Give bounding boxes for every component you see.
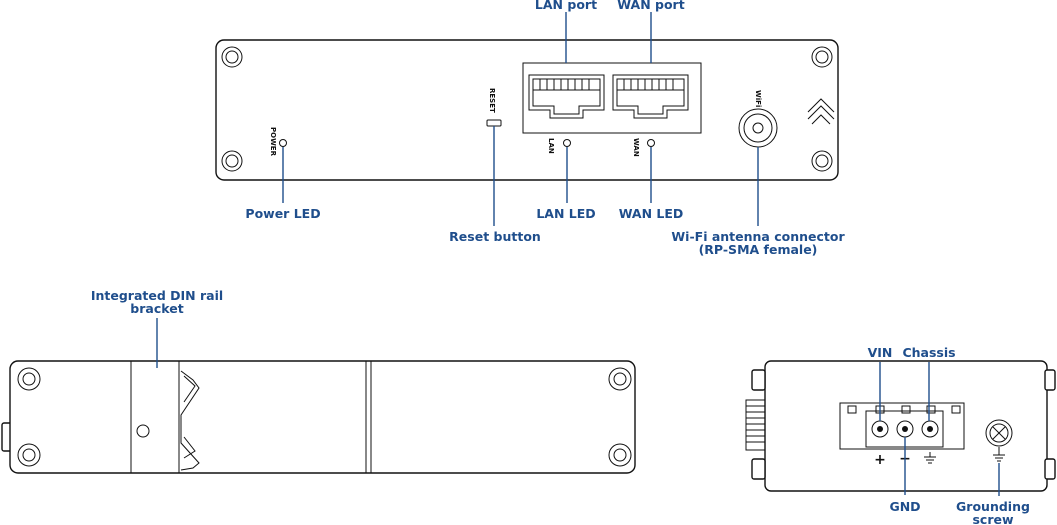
silk-wan-label: WAN — [632, 138, 640, 157]
ethernet-port-housing — [522, 62, 702, 134]
front-screw-icon — [811, 46, 833, 68]
grounding-screw-icon[interactable] — [985, 419, 1013, 447]
front-panel: POWER RESET — [215, 39, 839, 181]
side-screw-icon — [608, 443, 632, 467]
reset-button-callout: Reset button — [449, 229, 541, 244]
front-screw-icon — [221, 150, 243, 172]
power-led-callout: Power LED — [245, 206, 320, 221]
rear-panel: + − — [745, 360, 1056, 492]
lan-led — [563, 139, 571, 147]
silk-power-label: POWER — [269, 127, 277, 157]
side-screw-icon — [17, 367, 41, 391]
silk-wifi-label: WiFi — [754, 90, 762, 107]
wifi-connector-callout-sub: (RP-SMA female) — [699, 242, 818, 257]
ground-symbol-icon — [993, 447, 1005, 462]
din-rail-callout: Integrated DIN rail — [91, 288, 223, 303]
side-screw-icon — [17, 443, 41, 467]
power-led — [279, 139, 287, 147]
silk-reset-label: RESET — [488, 88, 496, 113]
front-screw-icon — [221, 46, 243, 68]
grounding-screw-callout-sub: screw — [972, 512, 1013, 525]
gnd-callout: GND — [889, 499, 920, 514]
grounding-screw-callout: Grounding — [956, 499, 1030, 514]
antenna-connector-icon — [745, 399, 766, 451]
chassis-callout: Chassis — [902, 345, 955, 360]
bracket-hole — [136, 424, 150, 438]
lan-port-callout: LAN port — [535, 0, 597, 12]
wan-led — [647, 139, 655, 147]
plus-symbol: + — [874, 452, 886, 468]
wan-port-callout: WAN port — [617, 0, 684, 12]
lan-led-callout: LAN LED — [536, 206, 595, 221]
wan-port[interactable] — [612, 74, 689, 119]
din-rail-bracket — [130, 360, 180, 474]
brand-logo-icon — [807, 98, 835, 125]
ground-symbol-icon — [924, 452, 936, 464]
front-screw-icon — [811, 150, 833, 172]
lan-port[interactable] — [528, 74, 605, 119]
side-screw-icon — [608, 367, 632, 391]
wifi-connector-callout: Wi-Fi antenna connector — [671, 229, 845, 244]
din-rail-callout-sub: bracket — [130, 301, 183, 316]
vin-callout: VIN — [868, 345, 893, 360]
silk-lan-label: LAN — [547, 138, 555, 154]
side-panel — [1, 360, 636, 474]
wan-led-callout: WAN LED — [619, 206, 684, 221]
